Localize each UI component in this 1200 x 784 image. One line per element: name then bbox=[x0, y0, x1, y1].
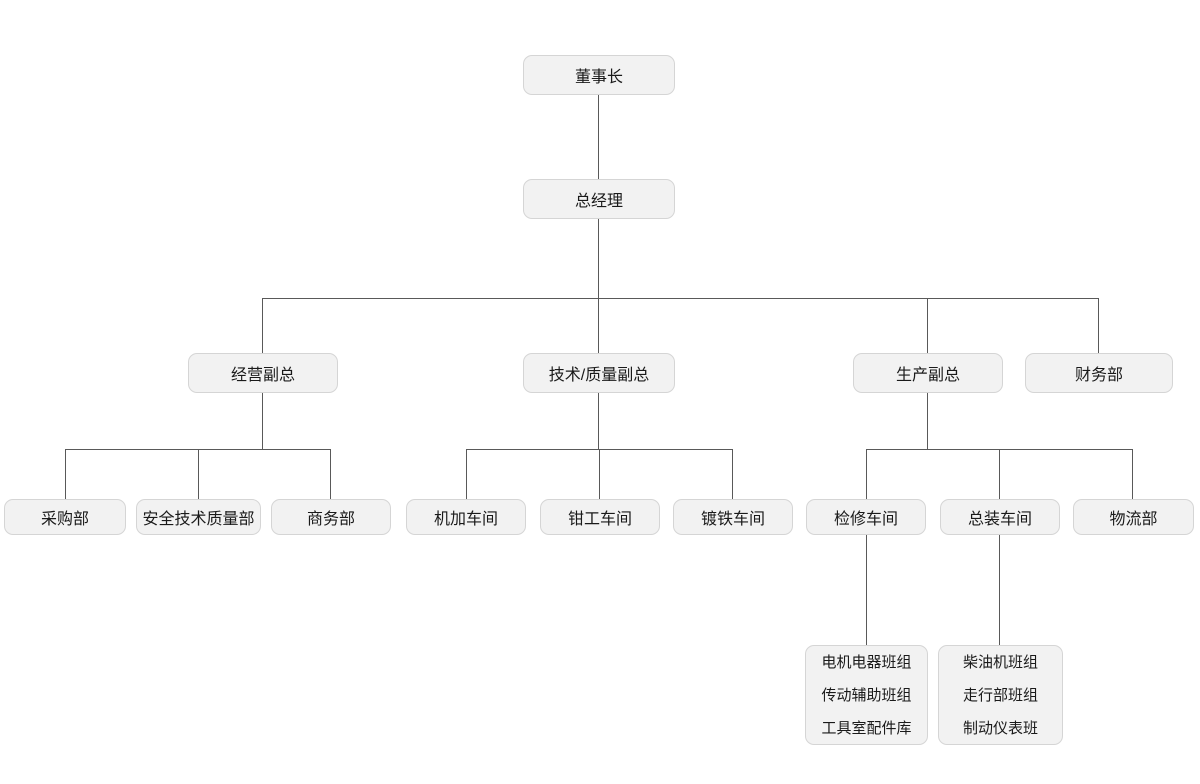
connector-maintenance-teams bbox=[866, 535, 867, 645]
node-label: 采购部 bbox=[40, 511, 89, 528]
node-chairman[interactable]: 董事长 bbox=[523, 55, 675, 95]
connector-drop-plating bbox=[732, 449, 733, 499]
node-maintenance-teams[interactable]: 电机电器班组 传动辅助班组 工具室配件库 bbox=[805, 645, 928, 745]
node-label: 总经理 bbox=[574, 193, 623, 210]
connector-production-vp-trunk bbox=[927, 393, 928, 449]
connector-drop-logistics bbox=[1132, 449, 1133, 499]
node-label: 镀铁车间 bbox=[700, 511, 765, 528]
node-plating-workshop[interactable]: 镀铁车间 bbox=[673, 499, 793, 535]
connector-drop-finance-dept bbox=[1098, 298, 1099, 353]
node-assembly-workshop[interactable]: 总装车间 bbox=[940, 499, 1060, 535]
node-purchasing-dept[interactable]: 采购部 bbox=[4, 499, 126, 535]
node-general-manager[interactable]: 总经理 bbox=[523, 179, 675, 219]
node-label: 机加车间 bbox=[433, 511, 498, 528]
connector-level3-bus bbox=[263, 298, 1099, 299]
connector-drop-commerce bbox=[330, 449, 331, 499]
node-label: 技术/质量副总 bbox=[548, 367, 650, 384]
connector-drop-production-vp bbox=[927, 298, 928, 353]
connector-drop-fitter bbox=[599, 449, 600, 499]
node-label: 商务部 bbox=[306, 511, 355, 528]
connector-drop-assembly bbox=[999, 449, 1000, 499]
node-safety-tech-quality-dept[interactable]: 安全技术质量部 bbox=[136, 499, 261, 535]
node-label: 董事长 bbox=[574, 69, 623, 86]
team-line: 电机电器班组 bbox=[821, 653, 912, 671]
node-label: 生产副总 bbox=[895, 367, 960, 384]
connector-drop-maintenance bbox=[866, 449, 867, 499]
node-label: 财务部 bbox=[1074, 367, 1123, 384]
node-label: 总装车间 bbox=[967, 511, 1032, 528]
connector-assembly-teams bbox=[999, 535, 1000, 645]
node-label: 检修车间 bbox=[833, 511, 898, 528]
connector-tech-vp-trunk bbox=[598, 393, 599, 449]
team-line: 柴油机班组 bbox=[962, 653, 1038, 671]
team-line: 走行部班组 bbox=[962, 686, 1038, 704]
node-label: 物流部 bbox=[1109, 511, 1158, 528]
node-fitter-workshop[interactable]: 钳工车间 bbox=[540, 499, 660, 535]
node-production-vp[interactable]: 生产副总 bbox=[853, 353, 1003, 393]
node-operations-vp[interactable]: 经营副总 bbox=[188, 353, 338, 393]
node-maintenance-workshop[interactable]: 检修车间 bbox=[806, 499, 926, 535]
connector-drop-purchasing bbox=[65, 449, 66, 499]
node-label: 钳工车间 bbox=[567, 511, 632, 528]
team-line: 传动辅助班组 bbox=[821, 686, 912, 704]
node-label: 安全技术质量部 bbox=[142, 511, 255, 528]
team-line: 制动仪表班 bbox=[962, 719, 1038, 737]
connector-chairman-gm bbox=[598, 95, 599, 179]
connector-drop-operations-vp bbox=[262, 298, 263, 353]
node-logistics-dept[interactable]: 物流部 bbox=[1073, 499, 1194, 535]
connector-drop-safety bbox=[198, 449, 199, 499]
node-tech-quality-vp[interactable]: 技术/质量副总 bbox=[523, 353, 675, 393]
node-label: 经营副总 bbox=[230, 367, 295, 384]
connector-operations-vp-trunk bbox=[262, 393, 263, 449]
connector-gm-trunk bbox=[598, 219, 599, 353]
team-line: 工具室配件库 bbox=[821, 719, 912, 737]
node-commerce-dept[interactable]: 商务部 bbox=[271, 499, 391, 535]
node-finance-dept[interactable]: 财务部 bbox=[1025, 353, 1173, 393]
node-assembly-teams[interactable]: 柴油机班组 走行部班组 制动仪表班 bbox=[938, 645, 1063, 745]
connector-drop-machining bbox=[466, 449, 467, 499]
node-machining-workshop[interactable]: 机加车间 bbox=[406, 499, 526, 535]
